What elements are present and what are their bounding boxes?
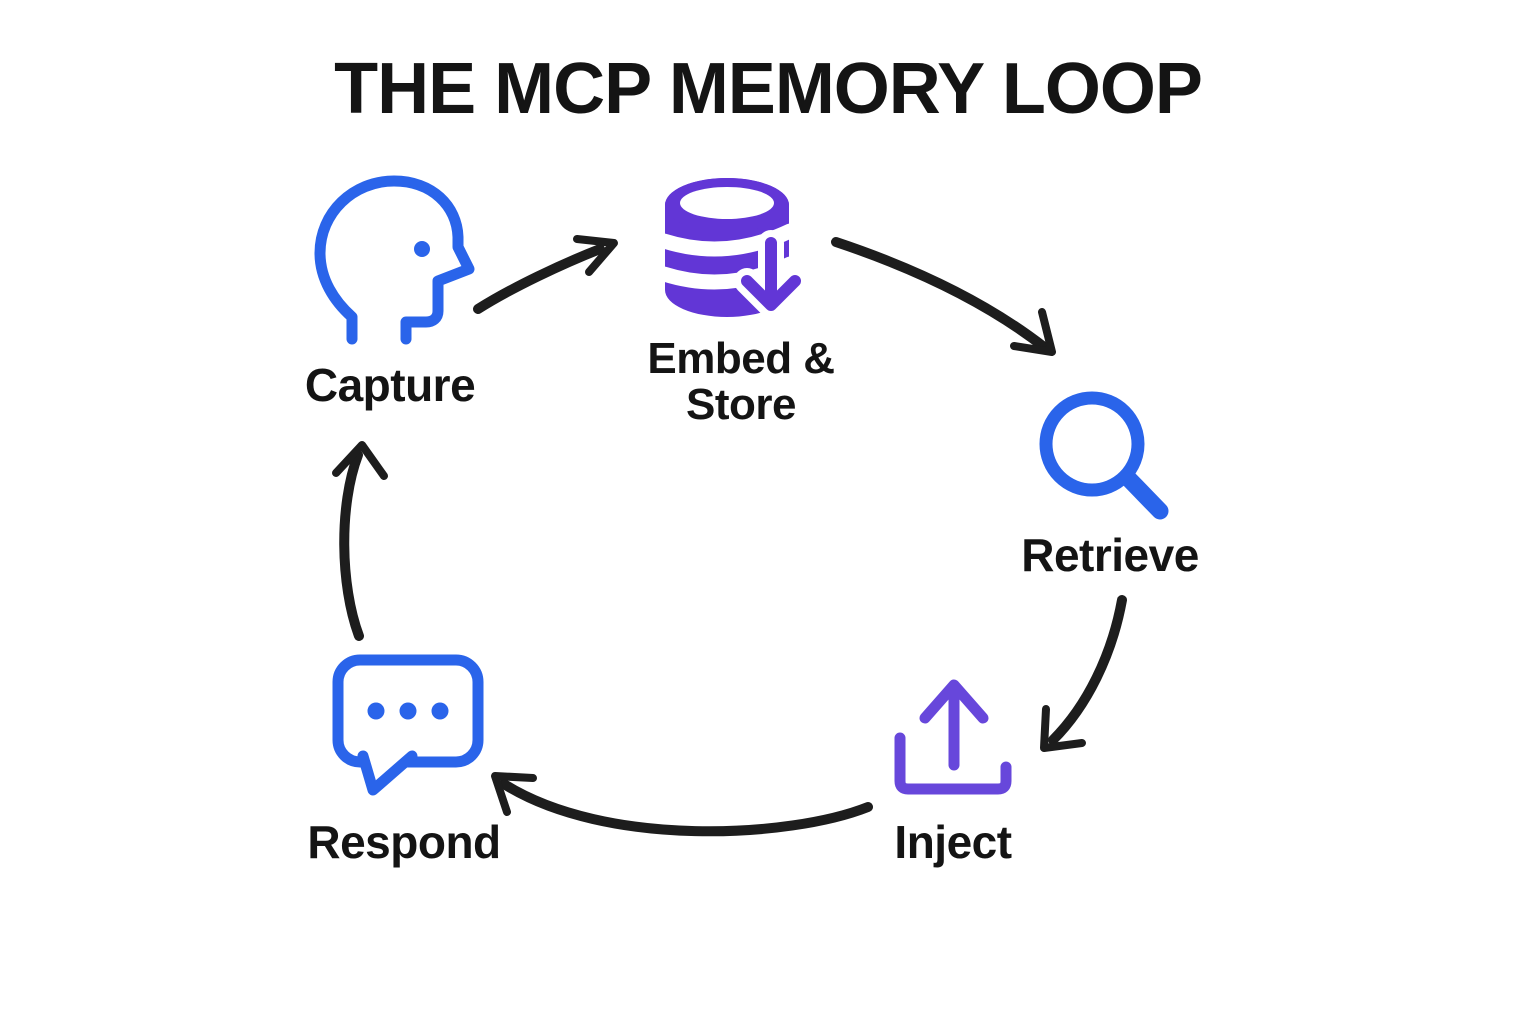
node-capture: Capture [305,175,610,415]
speech-bubble-icon [332,654,484,796]
node-embed-store-label: Embed & Store [647,334,835,430]
upload-icon [894,679,1012,795]
magnifier-icon [1039,391,1169,520]
node-inject-label: Inject [894,816,1012,868]
node-capture-label: Capture [304,359,476,411]
node-retrieve-label: Retrieve [1021,529,1199,581]
node-embed-store: Embed & Store [647,175,910,435]
arrow-respond-to-capture [332,441,388,641]
node-respond-label: Respond [307,816,501,868]
node-retrieve: Retrieve [1021,385,1335,595]
node-respond: Respond [307,650,630,870]
head-profile-icon [314,175,475,345]
node-inject: Inject [880,670,1180,880]
database-download-icon [660,178,805,318]
diagram-title: THE MCP MEMORY LOOP [334,49,1203,129]
